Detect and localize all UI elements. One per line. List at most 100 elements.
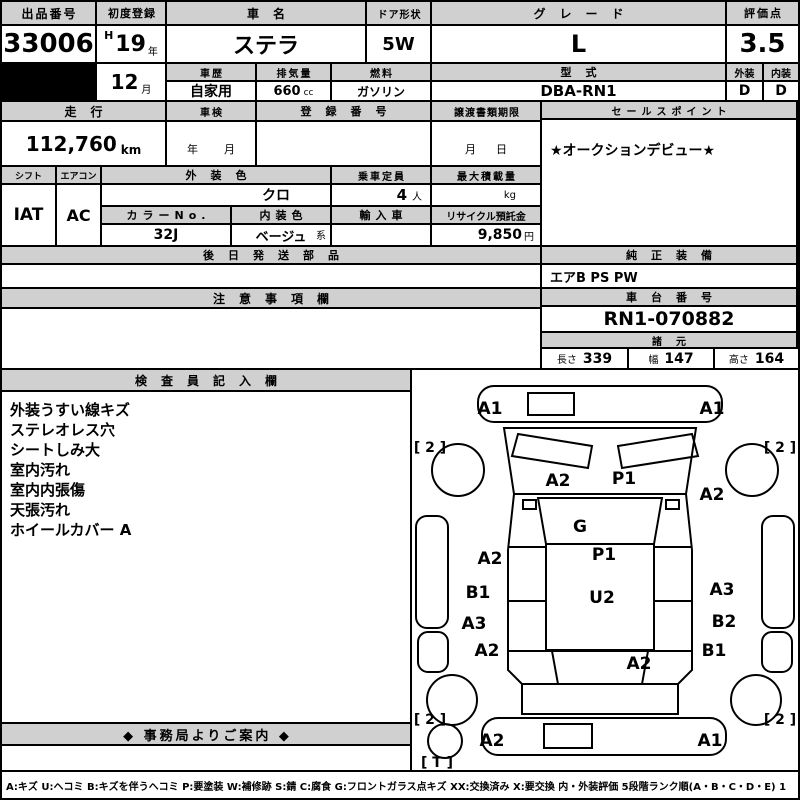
- score-label: 評価点: [727, 2, 798, 24]
- mileage-number: 112,760: [25, 131, 117, 156]
- inspector-notes-label: 検査員記入欄: [2, 370, 410, 390]
- color-no-label: カラーNo.: [102, 207, 230, 223]
- max-load-value: kg: [432, 185, 540, 205]
- sales-point-label: セールスポイント: [542, 102, 796, 118]
- shaken-year-placeholder: 年: [187, 143, 198, 156]
- later-parts-value: [2, 265, 540, 287]
- right-body-side-line: [677, 493, 693, 685]
- reg-no-label: 登録番号: [257, 102, 430, 120]
- damage-mark-front-bumper-left: A1: [478, 399, 503, 419]
- legend-bar: A:キズ U:ヘコミ B:キズを伴うヘコミ P:要塗装 W:補修跡 S:錆 C:…: [2, 772, 798, 798]
- displacement-unit: cc: [303, 88, 314, 98]
- int-color-label: 内装色: [232, 207, 330, 223]
- capacity-number: 4: [396, 186, 407, 204]
- displacement-value: 660 cc: [257, 82, 330, 100]
- length-label: 長さ: [556, 355, 577, 366]
- month-suffix: 月: [141, 85, 152, 96]
- black-box: [2, 64, 95, 100]
- windshield-shape: [536, 497, 664, 545]
- mileage-label: 走行: [2, 102, 165, 120]
- history-value: 自家用: [167, 82, 255, 100]
- model-value: DBA-RN1: [432, 82, 725, 100]
- office-info-value: [2, 746, 410, 770]
- spec-length: 長さ 339: [542, 349, 627, 368]
- spec-width: 幅 147: [629, 349, 713, 368]
- door-shape-value: 5W: [367, 26, 430, 62]
- transfer-deadline-value: 月 日: [432, 122, 540, 165]
- interior-label: 内装: [764, 64, 798, 80]
- genuine-equipment-label: 純正装備: [542, 247, 796, 263]
- import-value: [332, 225, 430, 245]
- history-label: 車歴: [167, 64, 255, 80]
- fuel-value: ガソリン: [332, 82, 430, 100]
- recycle-label: リサイクル預託金: [432, 207, 540, 223]
- damage-mark-front-right-tire: [ 2 ]: [764, 440, 796, 456]
- shaken-label: 車検: [167, 102, 255, 120]
- first-reg-year: H 19 年: [97, 26, 165, 62]
- height-value: 164: [754, 350, 785, 367]
- spec-label: 諸元: [542, 333, 796, 347]
- inspector-note: ステレオレス穴: [10, 421, 116, 439]
- damage-mark-roof-center: U2: [589, 588, 615, 608]
- office-info-label: ◆ 事務局よりご案内 ◆: [2, 724, 410, 744]
- int-color-suffix: 系: [316, 231, 326, 242]
- inspector-note: 外装うすい線キズ: [10, 401, 131, 419]
- first-reg-month: 12 月: [97, 64, 165, 100]
- spare-tire-shape: [427, 723, 463, 759]
- sales-point-value: ★オークションデビュー★: [542, 120, 796, 245]
- inspector-note: 室内汚れ: [10, 461, 71, 479]
- score-value: 3.5: [727, 26, 798, 62]
- damage-mark-right-rear-fender: B2: [712, 612, 737, 632]
- right-front-side-panel: [761, 515, 795, 629]
- reg-no-value: [257, 122, 430, 165]
- auction-no-label: 出品番号: [2, 2, 95, 24]
- rear-plate-shape: [543, 723, 593, 749]
- damage-mark-rear-bumper-left: A2: [480, 731, 505, 751]
- fuel-label: 燃料: [332, 64, 430, 80]
- damage-mark-trunk: A2: [627, 654, 652, 674]
- exterior-label: 外装: [727, 64, 762, 80]
- damage-mark-right-rear-door: A3: [710, 580, 735, 600]
- displacement-number: 660: [273, 83, 301, 99]
- inspector-note: ホイールカバー A: [10, 521, 132, 539]
- width-label: 幅: [648, 355, 659, 366]
- model-label: 型式: [432, 64, 725, 80]
- inspector-note: シートしみ大: [10, 441, 101, 459]
- door-shape-label: ドア形状: [367, 2, 430, 24]
- damage-mark-windshield: G: [573, 517, 587, 537]
- left-rear-side-panel: [417, 631, 449, 673]
- interior-grade: D: [764, 82, 798, 100]
- damage-mark-hood-right: P1: [612, 469, 636, 489]
- import-label: 輸入車: [332, 207, 430, 223]
- capacity-label: 乗車定員: [332, 167, 430, 183]
- rear-bumper-shape: [481, 717, 727, 756]
- grade-label: グレード: [432, 2, 725, 24]
- color-no-value: 32J: [102, 225, 230, 245]
- genuine-equipment-text: エアB PS PW: [550, 270, 638, 286]
- transfer-month-placeholder: 月: [465, 143, 476, 156]
- inspector-note: 天張汚れ: [10, 501, 71, 519]
- chassis-no-label: 車台番号: [542, 289, 796, 305]
- left-front-side-panel: [415, 515, 449, 629]
- height-label: 高さ: [728, 355, 749, 366]
- shift-label: シフト: [2, 167, 55, 183]
- damage-mark-hood-left: A2: [546, 471, 571, 491]
- int-color-name: ベージュ: [255, 229, 307, 245]
- damage-mark-left-front-door: A2: [478, 549, 503, 569]
- ext-color-label: 外装色: [102, 167, 330, 183]
- spec-height: 高さ 164: [715, 349, 798, 368]
- car-damage-diagram: A1 A1 [ 2 ] [ 2 ] A2 P1 A2 G A2 P1 B1 U2…: [414, 385, 796, 770]
- inspector-note: 室内内張傷: [10, 481, 86, 499]
- int-color-value: ベージュ 系: [232, 225, 330, 245]
- inspector-notes-body: 外装うすい線キズ ステレオレス穴 シートしみ大 室内汚れ 室内内張傷 天張汚れ …: [2, 392, 410, 722]
- left-headlight-shape: [510, 432, 594, 470]
- capacity-unit: 人: [412, 192, 422, 203]
- trunk-shape: [521, 683, 679, 715]
- caution-notes-label: 注意事項欄: [2, 289, 540, 307]
- displacement-label: 排気量: [257, 64, 330, 80]
- rear-right-wheel: [730, 674, 782, 726]
- year-suffix: 年: [147, 47, 158, 58]
- ext-color-value: クロ: [102, 185, 330, 205]
- car-diagram-panel: A1 A1 [ 2 ] [ 2 ] A2 P1 A2 G A2 P1 B1 U2…: [412, 370, 798, 770]
- shaken-month-placeholder: 月: [224, 143, 235, 156]
